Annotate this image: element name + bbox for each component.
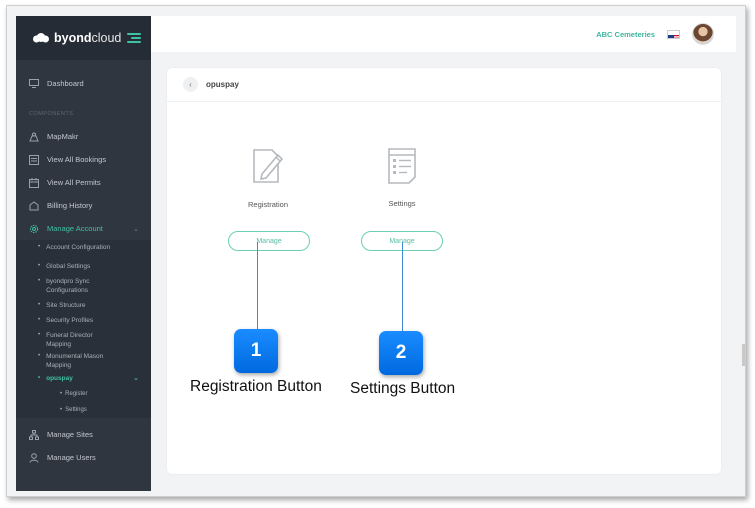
brand-name-light: cloud: [91, 31, 122, 45]
settings-tile: Settings: [352, 146, 452, 208]
page-title: opuspay: [206, 80, 239, 89]
avatar[interactable]: [692, 23, 714, 45]
cloud-icon: [33, 33, 49, 43]
registration-tile: Registration: [218, 146, 318, 209]
sidebar-item-billing-history[interactable]: Billing History: [16, 194, 151, 217]
sidebar-item-label: MapMakr: [47, 132, 79, 141]
chevron-down-icon: ⌄: [133, 225, 139, 233]
callout-label-2: Settings Button: [350, 380, 456, 397]
chevron-down-icon: ⌄: [133, 375, 139, 382]
sidebar-header: byondcloud: [16, 16, 151, 60]
menu-toggle-icon[interactable]: [127, 33, 141, 43]
sidebar-item-label: Manage Account: [47, 224, 103, 233]
sidebar-item-label: Manage Sites: [47, 430, 93, 439]
submenu-item-byondpro-sync[interactable]: •byondpro Sync Configurations: [38, 278, 90, 294]
submenu-item-register[interactable]: •Register: [60, 391, 88, 397]
organization-name[interactable]: ABC Cemeteries: [596, 29, 655, 39]
sidebar-item-label: View All Permits: [47, 178, 101, 187]
us-flag-icon[interactable]: [667, 29, 680, 39]
sidebar-item-manage-account[interactable]: Manage Account ⌄: [16, 217, 151, 240]
opuspay-card: ‹ opuspay Registration: [167, 68, 721, 474]
monitor-icon: [29, 79, 39, 89]
billing-icon: [29, 200, 39, 211]
submenu-item-monumental-mason-mapping[interactable]: •Monumental Mason Mapping: [38, 353, 104, 369]
brand-logo[interactable]: byondcloud: [32, 31, 121, 45]
submenu-item-settings[interactable]: •Settings: [60, 407, 87, 413]
tile-label: Registration: [247, 200, 289, 209]
registration-manage-button[interactable]: Manage: [228, 231, 310, 251]
callout-line-2: [402, 242, 403, 332]
submenu-item-opuspay[interactable]: •opuspay⌄: [38, 375, 139, 382]
callout-badge-2: 2: [379, 331, 423, 375]
edit-document-icon: [248, 146, 288, 186]
sidebar-item-manage-sites[interactable]: Manage Sites: [16, 423, 151, 446]
submenu-item-global-settings[interactable]: •Global Settings: [38, 263, 91, 270]
user-icon: [29, 452, 39, 463]
manage-account-submenu: •Account Configuration •Global Settings …: [16, 240, 151, 418]
submenu-item-site-structure[interactable]: •Site Structure: [38, 302, 86, 309]
sidebar: byondcloud Dashboard COMPONENTS MapMakr: [16, 16, 151, 491]
callout-badge-1: 1: [234, 329, 278, 373]
map-icon: [29, 132, 39, 142]
tile-label: Settings: [388, 199, 416, 208]
sidebar-item-manage-users[interactable]: Manage Users: [16, 446, 151, 469]
back-button[interactable]: ‹: [183, 77, 198, 92]
settings-document-icon: [382, 146, 422, 186]
callout-label-1: Registration Button: [190, 378, 322, 395]
sidebar-item-label: Billing History: [47, 201, 93, 210]
brand-name-bold: byond: [54, 31, 92, 45]
topbar: ABC Cemeteries: [151, 16, 736, 52]
sidebar-item-label: Dashboard: [47, 79, 84, 88]
chevron-left-icon: ‹: [189, 80, 192, 89]
card-header: ‹ opuspay: [167, 68, 721, 102]
submenu-item-funeral-director-mapping[interactable]: •Funeral Director Mapping: [38, 332, 93, 348]
sitemap-icon: [29, 429, 39, 440]
submenu-item-account-configuration[interactable]: •Account Configuration: [38, 244, 111, 251]
sidebar-item-view-all-bookings[interactable]: View All Bookings: [16, 148, 151, 171]
sidebar-item-dashboard[interactable]: Dashboard: [16, 72, 151, 95]
scrollbar-thumb[interactable]: [742, 344, 745, 366]
sidebar-item-label: Manage Users: [47, 453, 96, 462]
calendar-icon: [29, 177, 39, 188]
callout-line-1: [257, 242, 258, 332]
sidebar-item-label: View All Bookings: [47, 155, 107, 164]
sidebar-item-mapmakr[interactable]: MapMakr: [16, 125, 151, 148]
submenu-item-security-profiles[interactable]: •Security Profiles: [38, 317, 94, 324]
gear-icon: [29, 224, 39, 234]
sidebar-item-view-all-permits[interactable]: View All Permits: [16, 171, 151, 194]
sidebar-section-label: COMPONENTS: [29, 111, 74, 117]
screenshot-frame: byondcloud Dashboard COMPONENTS MapMakr: [6, 5, 746, 497]
calendar-list-icon: [29, 154, 39, 165]
